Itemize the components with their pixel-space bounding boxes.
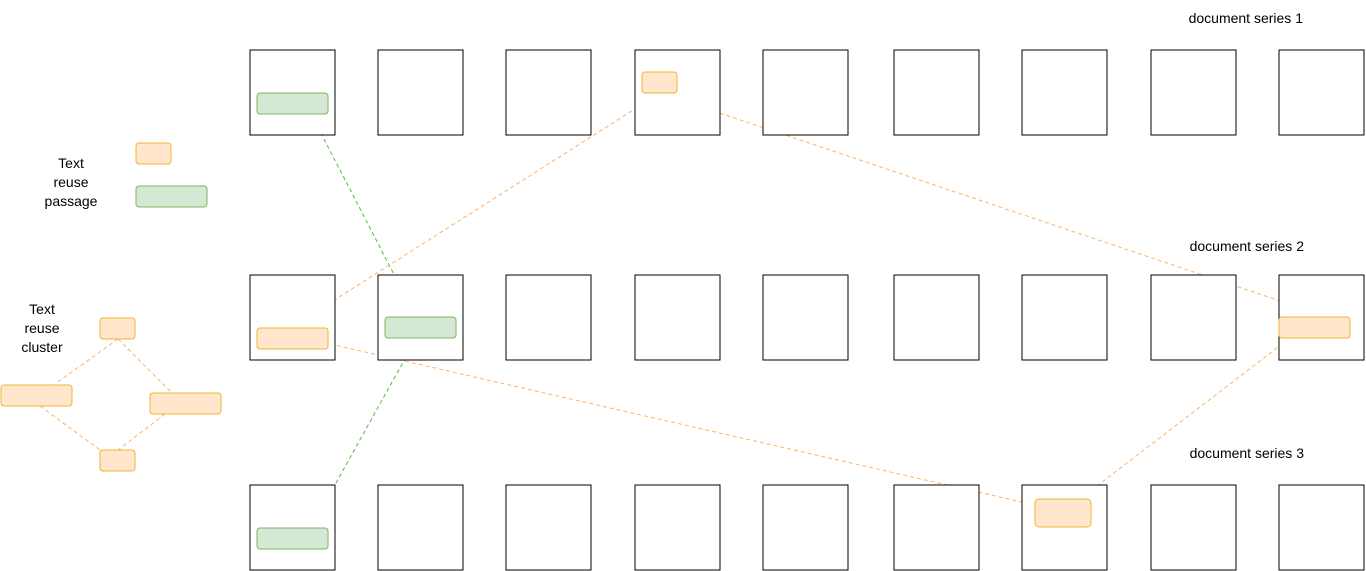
- legend-passage-label-line2: reuse: [53, 174, 88, 190]
- document-box[interactable]: [1021, 49, 1108, 136]
- legend-passage-label-line3: passage: [45, 193, 98, 209]
- cluster-link-4: [117, 413, 166, 451]
- document-box[interactable]: [1278, 484, 1365, 571]
- orange-passage[interactable]: [1034, 498, 1092, 528]
- document-box[interactable]: [1150, 274, 1237, 361]
- series-2-label: document series 2: [1190, 238, 1305, 254]
- orange-passage[interactable]: [641, 71, 678, 94]
- legend-orange-passage: [135, 142, 172, 165]
- document-box[interactable]: [762, 274, 849, 361]
- cluster-passage: [0, 384, 73, 407]
- green-passage[interactable]: [256, 527, 329, 550]
- legend-passage: Text reuse passage: [45, 142, 208, 209]
- cluster-passage: [99, 317, 136, 340]
- orange-link-s2a-s1: [291, 92, 661, 328]
- document-box[interactable]: [1278, 49, 1365, 136]
- document-box[interactable]: [505, 274, 592, 361]
- cluster-link-2: [117, 338, 173, 394]
- document-box[interactable]: [505, 484, 592, 571]
- document-box[interactable]: [377, 49, 464, 136]
- cluster-link-3: [39, 405, 101, 451]
- document-box[interactable]: [893, 274, 980, 361]
- document-box[interactable]: [1150, 49, 1237, 136]
- document-box[interactable]: [762, 49, 849, 136]
- document-box[interactable]: [1021, 274, 1108, 361]
- document-box[interactable]: [893, 484, 980, 571]
- cluster-link-1: [54, 338, 119, 385]
- document-box[interactable]: [505, 49, 592, 136]
- series-1-label: document series 1: [1189, 10, 1304, 26]
- document-box[interactable]: [1150, 484, 1237, 571]
- orange-link-s2a-s3: [329, 343, 1036, 506]
- links: [39, 92, 1329, 529]
- orange-passage[interactable]: [1278, 316, 1351, 339]
- cluster-passage: [149, 392, 222, 415]
- legend-cluster: Text reuse cluster: [0, 301, 222, 472]
- orange-passage[interactable]: [256, 327, 329, 350]
- orange-link-s3-s2b: [1079, 337, 1291, 500]
- series-3-label: document series 3: [1190, 445, 1305, 461]
- legend-green-passage: [135, 185, 208, 208]
- document-box[interactable]: [893, 49, 980, 136]
- legend-cluster-label-line2: reuse: [24, 320, 59, 336]
- legend-cluster-label-line3: cluster: [21, 339, 63, 355]
- cluster-passage: [99, 449, 136, 472]
- legend-cluster-label-line1: Text: [29, 301, 55, 317]
- document-box[interactable]: [634, 274, 721, 361]
- green-passage[interactable]: [256, 92, 329, 115]
- green-passage[interactable]: [384, 316, 457, 339]
- legend-passage-label-line1: Text: [58, 155, 84, 171]
- document-series-1: [249, 49, 1365, 136]
- orange-link-s1-s2b: [659, 92, 1329, 318]
- passages: [256, 71, 1351, 550]
- document-box[interactable]: [762, 484, 849, 571]
- document-box[interactable]: [377, 484, 464, 571]
- green-link-s2-s3: [310, 338, 417, 529]
- document-series-3: [249, 484, 1365, 571]
- document-box[interactable]: [634, 484, 721, 571]
